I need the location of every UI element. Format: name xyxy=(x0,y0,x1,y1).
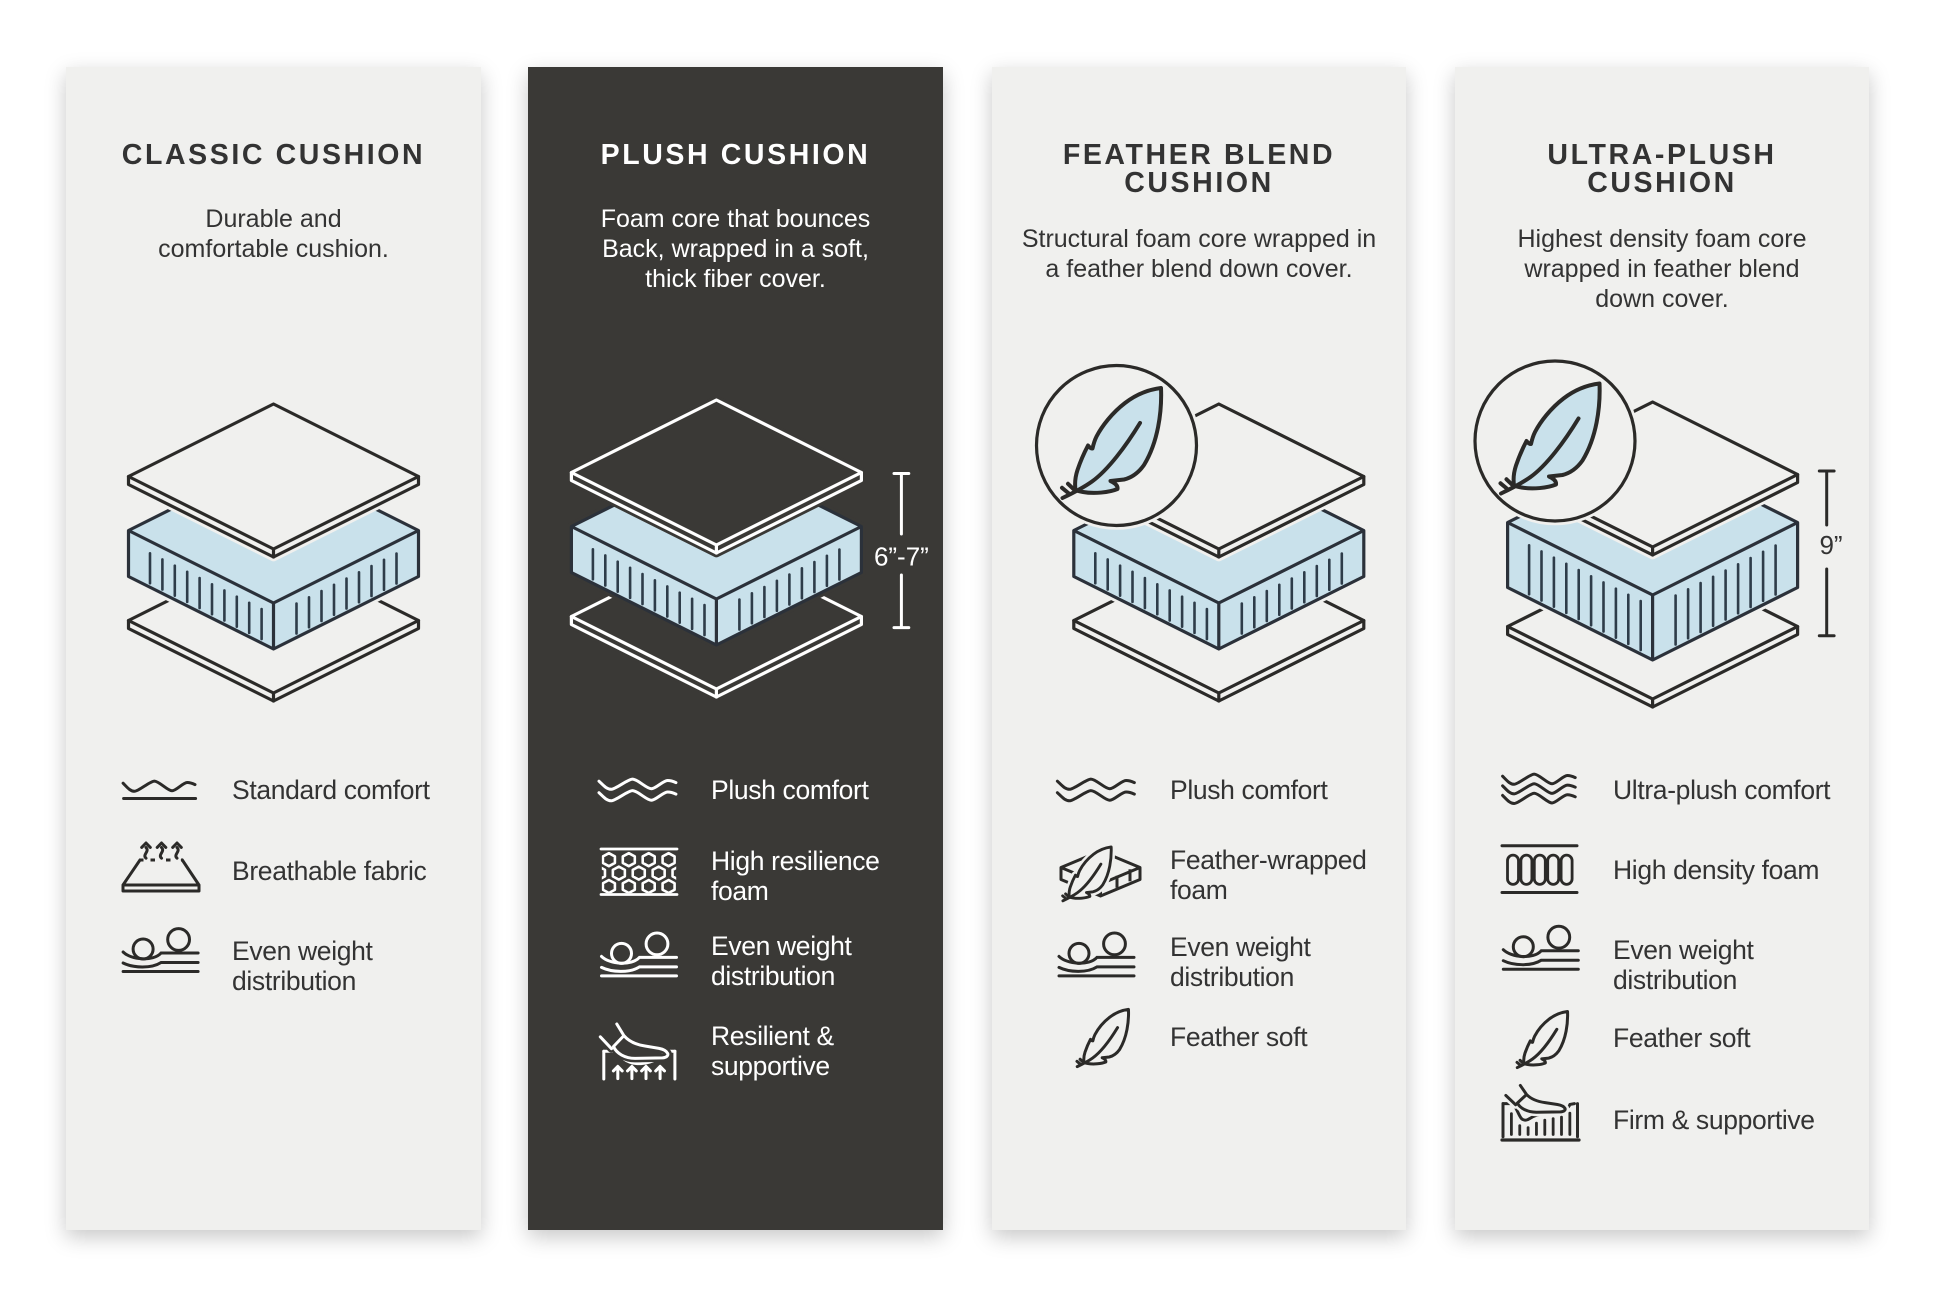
svg-text:9”: 9” xyxy=(1819,530,1842,560)
svg-text:6”-7”: 6”-7” xyxy=(874,542,929,572)
